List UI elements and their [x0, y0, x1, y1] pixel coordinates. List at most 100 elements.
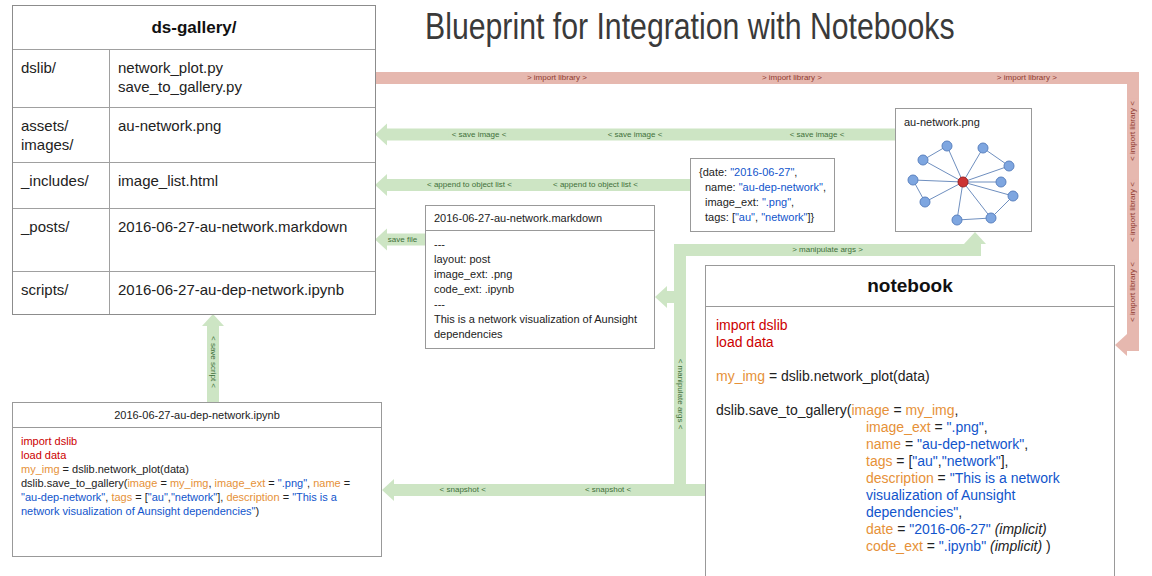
code-token: ".png": [762, 196, 791, 208]
code-token: dslib.save_to_gallery(: [21, 477, 127, 489]
connector: [375, 229, 425, 251]
network-links: [913, 146, 1013, 220]
code-token: "2016-06-27": [909, 521, 991, 537]
network-node: [918, 155, 928, 165]
code-token: name: [313, 477, 341, 489]
file-line: my_img = dslib.network_plot(data): [21, 462, 373, 476]
connector-label: < import library <: [1128, 259, 1138, 325]
code-token: "network": [171, 491, 217, 503]
file-name: 2016-06-27-au-network.markdown: [118, 217, 367, 236]
code-token: my_img: [906, 402, 955, 418]
network-link: [947, 146, 963, 182]
code-token: ".png": [278, 477, 307, 489]
code-token: ,: [958, 504, 962, 520]
code-token: name: [866, 436, 901, 452]
network-link: [963, 182, 991, 218]
code-line: import dslib: [716, 317, 1104, 334]
code-token: [986, 538, 990, 554]
code-token: "au": [148, 491, 168, 503]
file-line: image_ext: .png: [434, 267, 646, 282]
network-hub: [958, 177, 968, 187]
folder-name: assets/ images/: [21, 116, 101, 154]
file-box: 2016-06-27-au-network.markdown---layout:…: [425, 205, 655, 349]
code-token: ,: [938, 453, 942, 469]
code-token: = [: [132, 491, 148, 503]
code-token: "2016-06-27": [730, 166, 794, 178]
code-token: my_img: [716, 368, 765, 384]
file-name: au-network.png: [118, 116, 367, 135]
table-cell: 2016-06-27-au-dep-network.ipynb: [109, 272, 375, 314]
connector-label: < import library <: [1128, 98, 1138, 164]
connector-band: [207, 326, 219, 402]
code-token: image: [851, 402, 889, 418]
network-node: [920, 197, 930, 207]
file-line: ---: [434, 297, 646, 312]
connector-band: [394, 484, 705, 496]
code-token: =: [890, 402, 906, 418]
table-cell: network_plot.pysave_to_gallery.py: [109, 50, 375, 107]
folder-table: ds-gallery/dslib/network_plot.pysave_to_…: [12, 5, 376, 315]
code-token: = dslib.network_plot(data): [60, 463, 189, 475]
code-token: =: [280, 491, 293, 503]
connector-label: < save image <: [787, 130, 848, 140]
code-token: ],: [217, 491, 226, 503]
file-line: code_ext: .ipynb: [434, 282, 646, 297]
code-token: tags: [: [705, 211, 735, 223]
code-line: image_ext = ".png",: [866, 419, 1104, 436]
code-token: ,: [307, 477, 313, 489]
network-node: [908, 175, 918, 185]
image-box: au-network.png: [895, 108, 1032, 232]
table-row: assets/ images/au-network.png: [13, 107, 375, 162]
code-token: = dslib.network_plot(data): [765, 368, 930, 384]
file-line: ---: [434, 237, 646, 252]
args-line: tags: ["au", "network"]}: [699, 210, 826, 225]
connector-band: [387, 179, 690, 191]
connector-label: > manipulate args >: [789, 245, 866, 255]
code-token: =: [901, 436, 917, 452]
file-name: 2016-06-27-au-dep-network.ipynb: [118, 280, 367, 299]
args-line: image_ext: ".png",: [699, 195, 826, 210]
network-node: [942, 141, 952, 151]
code-line: name = "au-dep-network",: [866, 436, 1104, 453]
connector-band: [387, 129, 895, 141]
network-link: [913, 180, 963, 182]
file-name: image_list.html: [118, 171, 367, 190]
file-line: layout: post: [434, 252, 646, 267]
file-line: This is a network visualization of Aunsi…: [434, 312, 646, 342]
connector: [382, 479, 705, 501]
code-token: "au-dep-network": [739, 181, 823, 193]
table-row: _posts/2016-06-27-au-network.markdown: [13, 208, 375, 271]
file-name: save_to_gallery.py: [118, 77, 367, 96]
network-node: [986, 213, 996, 223]
code-token: =: [265, 477, 278, 489]
file-name: network_plot.py: [118, 58, 367, 77]
file-line: load data: [21, 448, 373, 462]
arrow-head: [1115, 334, 1127, 356]
connector-label: save file: [385, 235, 420, 245]
table-cell: dslib/: [13, 50, 109, 107]
code-token: [991, 521, 995, 537]
file-title: 2016-06-27-au-dep-network.ipynb: [13, 403, 381, 428]
network-link: [923, 160, 963, 182]
connector: [375, 124, 895, 146]
code-line: dslib.save_to_gallery(image = my_img,: [716, 402, 1104, 419]
code-token: image_ext: [215, 477, 266, 489]
code-token: date: [866, 521, 893, 537]
code-token: ,: [105, 491, 111, 503]
code-line: date = "2016-06-27" (implicit): [866, 521, 1104, 538]
notebook-body: import dslibload datamy_img = dslib.netw…: [706, 307, 1114, 565]
code-token: =: [893, 521, 909, 537]
code-token: tags: [866, 453, 892, 469]
file-title: 2016-06-27-au-network.markdown: [426, 206, 654, 231]
args-line: {date: "2016-06-27",: [699, 165, 826, 180]
arrow-head: [202, 314, 224, 326]
table-row: scripts/2016-06-27-au-dep-network.ipynb: [13, 271, 375, 314]
code-token: ,: [755, 211, 761, 223]
code-token: code_ext: [866, 538, 923, 554]
code-token: ,: [984, 419, 988, 435]
code-token: ],: [1001, 453, 1009, 469]
table-cell: _includes/: [13, 163, 109, 208]
network-illustration: [905, 138, 1022, 226]
arrow-head: [964, 232, 986, 244]
